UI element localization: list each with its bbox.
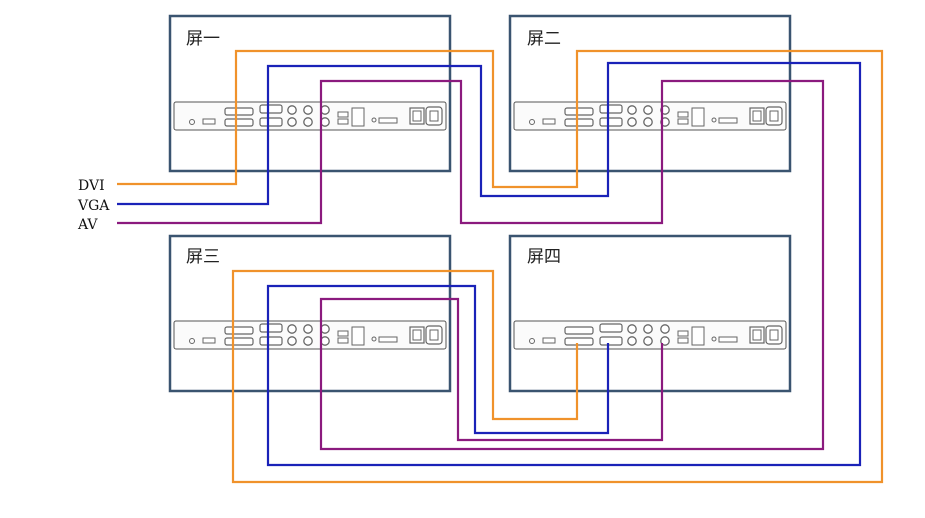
dvi-port: [224, 107, 254, 116]
screen-2: 屏二: [508, 14, 792, 173]
vga-port: [599, 323, 623, 333]
indicator: [371, 336, 377, 342]
vga-port: [259, 336, 283, 346]
screen-4: 屏四: [508, 234, 792, 393]
vga-cable: [117, 61, 862, 467]
serial-port: [337, 118, 349, 125]
serial-port: [677, 111, 689, 118]
vga-port: [599, 117, 623, 127]
power-socket: [425, 106, 443, 126]
power-socket: [425, 325, 443, 345]
rca-jack: [287, 336, 297, 346]
screen-3: 屏三: [168, 234, 452, 393]
rca-jack: [287, 117, 297, 127]
power-socket-inner: [429, 329, 439, 341]
port-panel-4: [513, 320, 787, 350]
rca-jack: [627, 324, 637, 334]
screen-1: 屏一: [168, 14, 452, 173]
screw-hole: [529, 338, 535, 344]
dvi-cable: [117, 49, 884, 484]
screen-4-title: 屏四: [527, 247, 561, 267]
rca-jack: [627, 105, 637, 115]
power-switch: [749, 107, 765, 125]
av-label: AV: [77, 217, 98, 233]
rca-jack: [303, 117, 313, 127]
power-switch-inner: [752, 110, 762, 122]
power-switch: [749, 326, 765, 344]
rca-jack: [303, 324, 313, 334]
screw-hole: [189, 119, 195, 125]
rca-jack: [287, 324, 297, 334]
serial-port: [677, 330, 689, 337]
port-panel-1: [173, 101, 447, 131]
hdmi-port: [202, 337, 216, 344]
vga-port: [599, 336, 623, 346]
screen-3-title: 屏三: [186, 247, 220, 267]
rca-jack: [287, 105, 297, 115]
power-switch-inner: [412, 329, 422, 341]
power-socket-inner: [769, 110, 779, 122]
serial-port: [677, 118, 689, 125]
screen-2-title: 屏二: [527, 29, 561, 49]
port-panel-3: [173, 320, 447, 350]
dvi-port: [564, 326, 594, 335]
dvi-port: [564, 107, 594, 116]
serial-port: [337, 111, 349, 118]
hdmi-port: [542, 337, 556, 344]
rca-jack: [627, 117, 637, 127]
serial-port: [337, 330, 349, 337]
dvi-port: [224, 337, 254, 346]
power-socket: [765, 106, 783, 126]
vga-label: VGA: [77, 198, 110, 214]
dvi-port: [224, 326, 254, 335]
rca-jack: [643, 105, 653, 115]
indicator: [371, 117, 377, 123]
network-port: [691, 326, 705, 346]
av-cable: [117, 79, 825, 451]
rca-jack: [303, 105, 313, 115]
dvi-port: [224, 118, 254, 127]
rca-jack: [643, 324, 653, 334]
power-socket: [765, 325, 783, 345]
screen-1-title: 屏一: [186, 29, 220, 49]
usb-port: [718, 336, 738, 343]
usb-port: [378, 117, 398, 124]
power-switch-inner: [412, 110, 422, 122]
power-switch-inner: [752, 329, 762, 341]
serial-port: [337, 337, 349, 344]
vga-port: [259, 117, 283, 127]
power-socket-inner: [769, 329, 779, 341]
dvi-port: [564, 118, 594, 127]
indicator: [711, 117, 717, 123]
vga-port: [259, 104, 283, 114]
hdmi-port: [542, 118, 556, 125]
usb-port: [378, 336, 398, 343]
usb-port: [718, 117, 738, 124]
network-port: [351, 107, 365, 127]
rca-jack: [627, 336, 637, 346]
rca-jack: [643, 336, 653, 346]
indicator: [711, 336, 717, 342]
vga-port: [599, 104, 623, 114]
screw-hole: [529, 119, 535, 125]
rca-jack: [303, 336, 313, 346]
rca-jack: [660, 324, 670, 334]
hdmi-port: [202, 118, 216, 125]
rca-jack: [643, 117, 653, 127]
network-port: [691, 107, 705, 127]
vga-port: [259, 323, 283, 333]
dvi-label: DVI: [78, 178, 105, 194]
power-socket-inner: [429, 110, 439, 122]
network-port: [351, 326, 365, 346]
screw-hole: [189, 338, 195, 344]
power-switch: [409, 326, 425, 344]
serial-port: [677, 337, 689, 344]
power-switch: [409, 107, 425, 125]
port-panel-2: [513, 101, 787, 131]
dvi-port: [564, 337, 594, 346]
